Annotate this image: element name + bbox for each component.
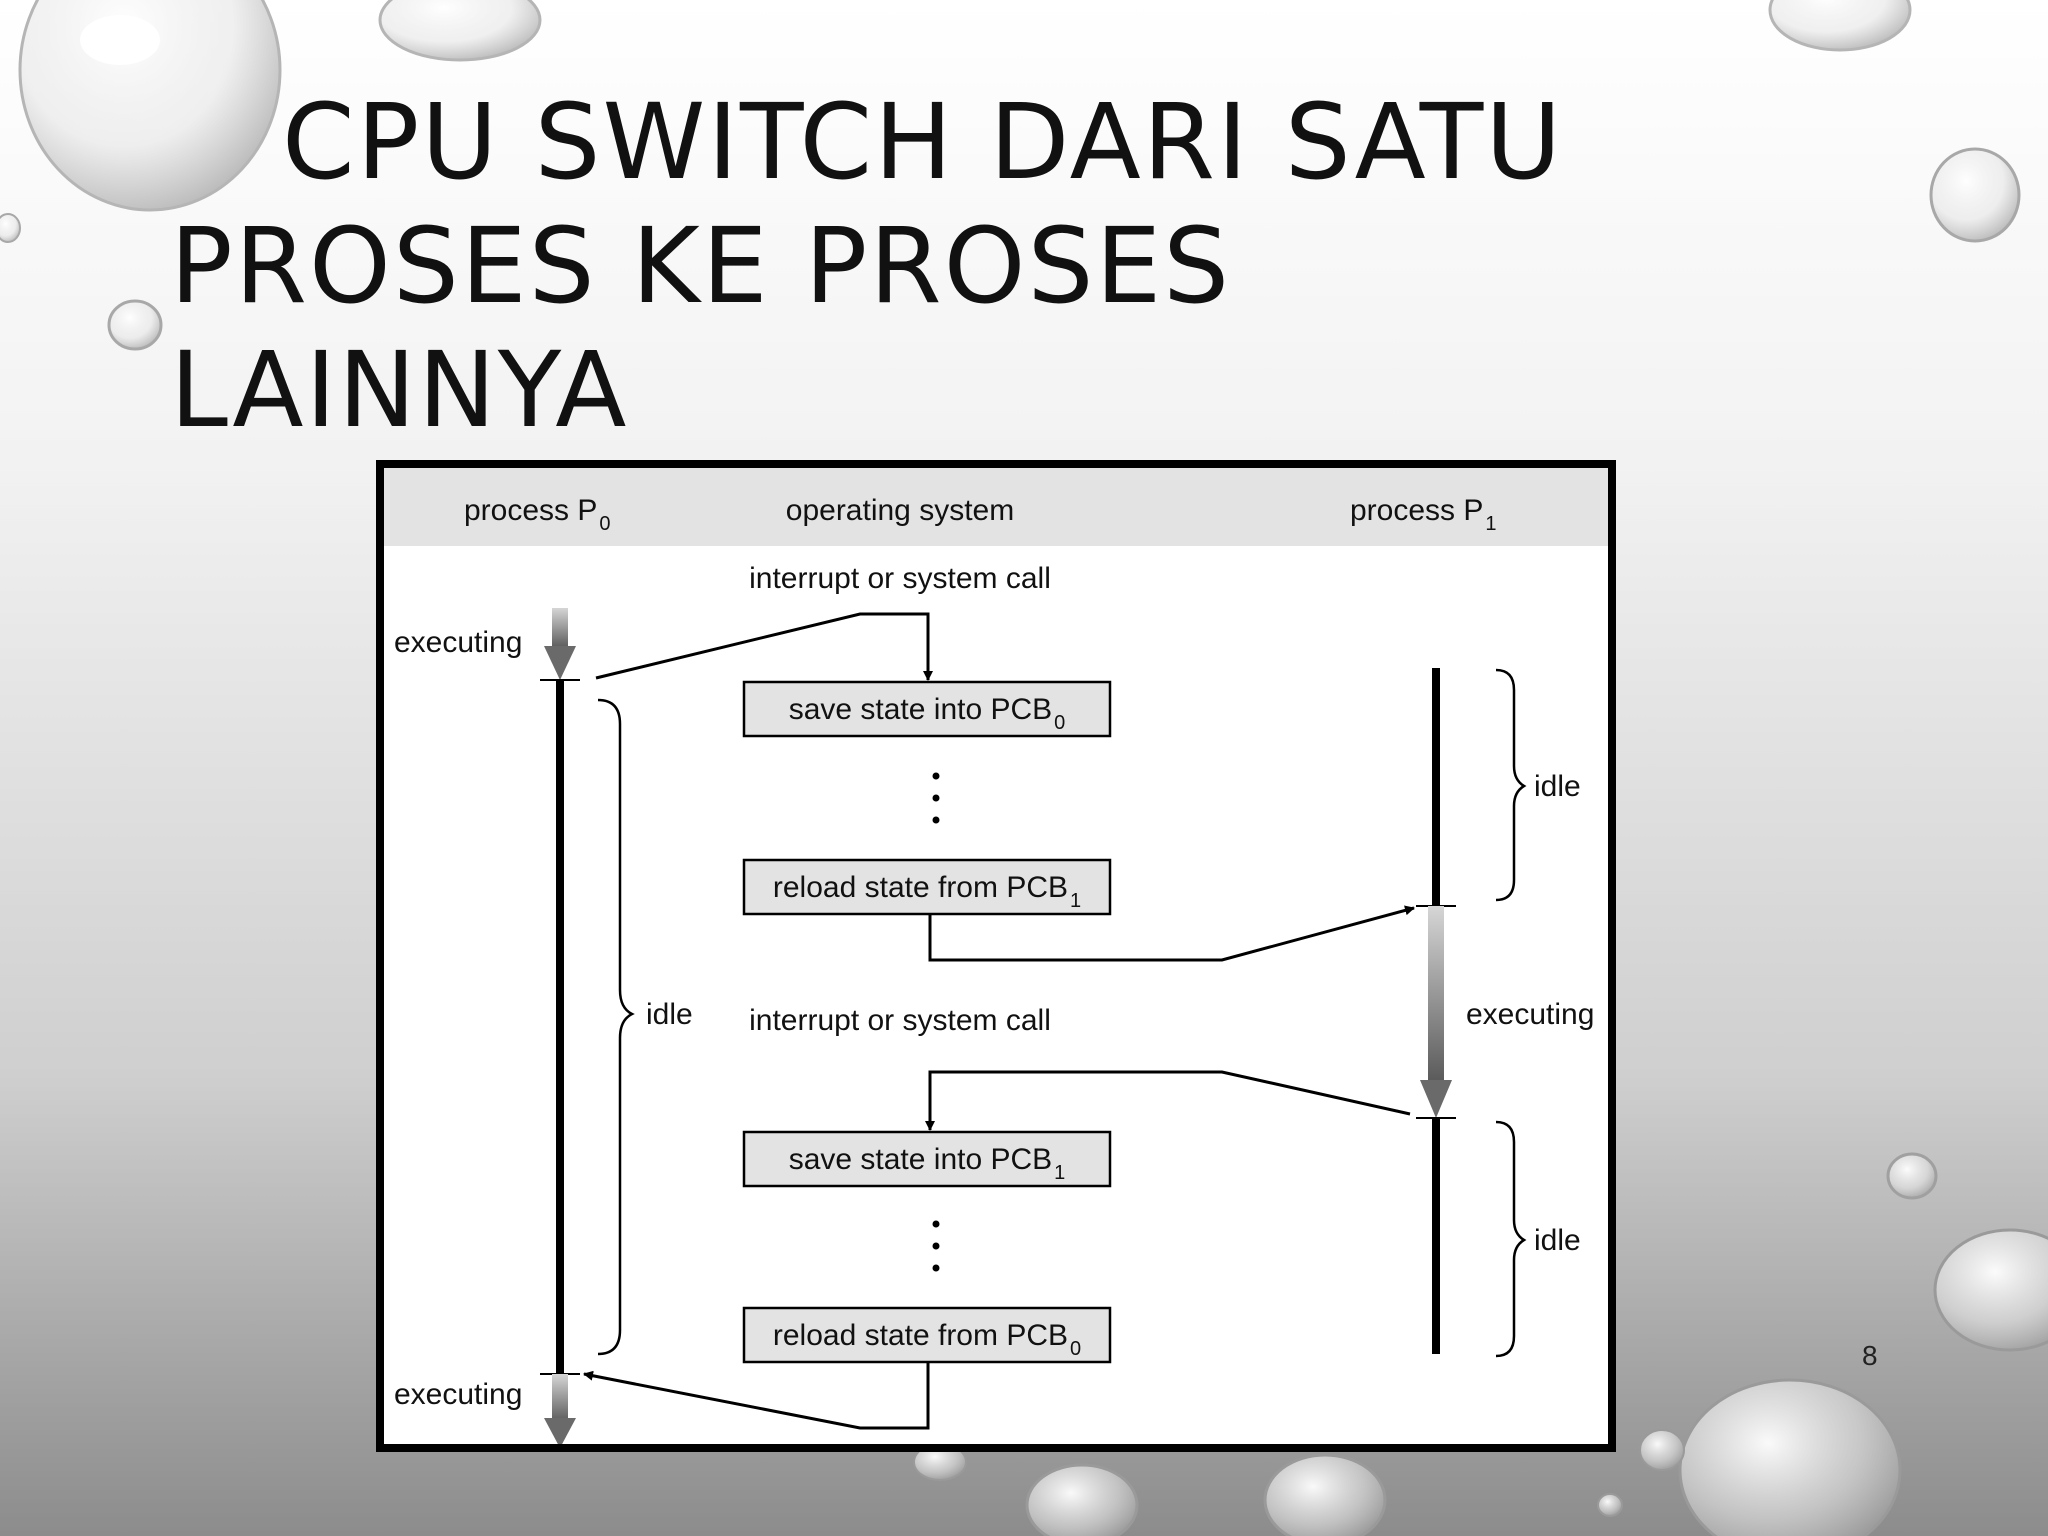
drop-top-left — [18, 0, 282, 212]
p1-state-executing: executing — [1466, 998, 1594, 1031]
p1-state-idle-top: idle — [1534, 770, 1581, 803]
p0-executing-arrowhead-top — [544, 646, 576, 680]
drop-right-mid — [1929, 147, 2021, 243]
drop-bottom-right — [1597, 1228, 2048, 1536]
p0-executing-bar-top — [552, 608, 568, 648]
arrow-p0-to-save-pcb0 — [595, 612, 933, 681]
event-interrupt-1: interrupt or system call — [749, 562, 1051, 595]
drop-small-left — [107, 299, 163, 351]
p0-state-executing-bottom: executing — [394, 1378, 522, 1411]
arrow-p1-to-save-pcb1 — [925, 1070, 1411, 1131]
slide-title: CPU SWITCH DARI SATU PROSES KE PROSES LA… — [170, 80, 1670, 452]
page-number: 8 — [1862, 1340, 1878, 1371]
p0-executing-arrowhead-bottom — [544, 1418, 576, 1444]
p0-state-executing-top: executing — [394, 626, 522, 659]
drop-right-small — [1886, 1152, 1938, 1200]
p1-idle-brace-bottom — [1495, 1120, 1527, 1358]
title-line-2: PROSES KE PROSES LAINNYA — [170, 205, 1232, 451]
p1-executing-arrowhead — [1420, 1080, 1452, 1118]
ellipsis-dots-lower — [932, 1220, 940, 1272]
p1-idle-brace-top — [1495, 668, 1527, 902]
column-header-os: operating system — [786, 494, 1014, 527]
p0-executing-bar-bottom — [552, 1374, 568, 1422]
p1-state-idle-bottom: idle — [1534, 1224, 1581, 1257]
drop-tiny-left — [0, 213, 21, 243]
p1-executing-bar — [1428, 906, 1444, 1082]
column-header-band — [384, 468, 1608, 546]
drop-top-right — [1768, 0, 1912, 52]
drop-top-center — [378, 0, 542, 62]
arrow-reload-pcb0-to-p0 — [583, 1362, 930, 1430]
p0-idle-brace — [597, 698, 635, 1356]
event-interrupt-2: interrupt or system call — [749, 1004, 1051, 1037]
p0-state-idle: idle — [646, 998, 693, 1031]
title-line-1: CPU SWITCH DARI SATU — [282, 81, 1564, 203]
ellipsis-dots-upper — [932, 772, 940, 824]
arrow-reload-pcb1-to-p1 — [928, 905, 1415, 962]
drop-bottom-center — [913, 1443, 1387, 1536]
